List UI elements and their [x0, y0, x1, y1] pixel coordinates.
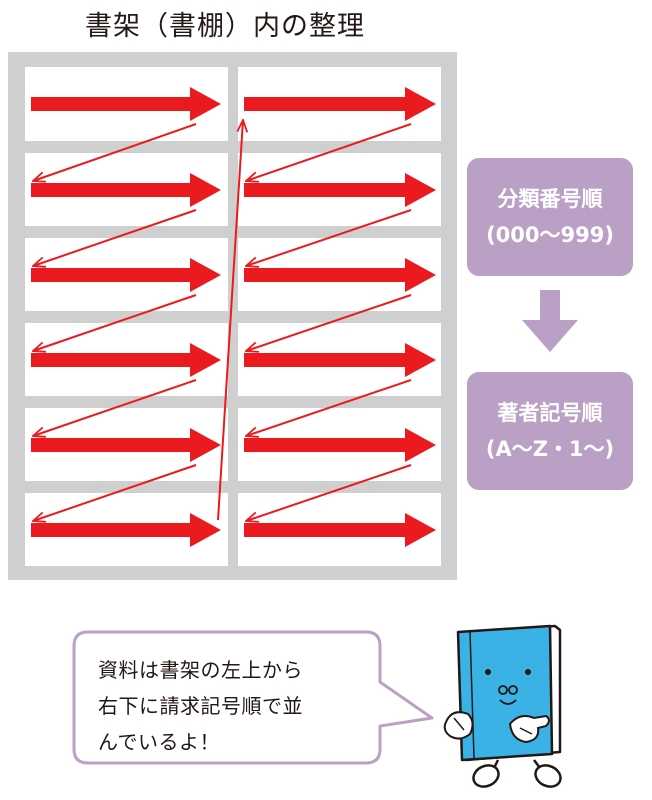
return-line: [246, 294, 412, 351]
author-order-range: (A〜Z・1〜): [485, 437, 615, 461]
classification-order-label: 分類番号順: [497, 187, 603, 211]
author-order-box: 著者記号順 (A〜Z・1〜): [467, 372, 633, 490]
diagram-title: 書架（書棚）内の整理: [85, 11, 365, 42]
row-arrow: [31, 513, 221, 547]
return-lines-left: [33, 123, 197, 521]
row-arrow: [244, 513, 436, 547]
row-arrow: [31, 87, 221, 121]
row-arrow: [31, 173, 221, 207]
speech-line: 右下に請求記号順で並: [98, 694, 303, 718]
return-line: [33, 464, 197, 521]
return-line: [33, 209, 197, 266]
book-mascot-icon: [443, 624, 562, 788]
speech-bubble-text: 資料は書架の左上から 右下に請求記号順で並 んでいるよ！: [98, 652, 378, 760]
author-order-label: 著者記号順: [497, 401, 603, 425]
return-line: [246, 123, 412, 181]
return-line: [246, 464, 412, 521]
row-arrow: [31, 428, 221, 462]
row-arrow: [31, 343, 221, 377]
classification-order-box: 分類番号順 (000〜999): [467, 158, 633, 276]
row-arrow: [244, 87, 436, 121]
speech-bubble: [72, 630, 434, 765]
speech-line: 資料は書架の左上から: [98, 658, 303, 682]
speech-line: んでいるよ！: [98, 730, 220, 754]
return-line: [33, 123, 197, 181]
return-line: [33, 294, 197, 351]
row-arrow: [244, 428, 436, 462]
row-arrow: [244, 173, 436, 207]
row-arrow: [244, 343, 436, 377]
order-arrows-right: [244, 87, 436, 547]
row-arrow: [244, 258, 436, 292]
return-line: [246, 379, 412, 436]
return-line: [33, 379, 197, 436]
return-lines-right: [246, 123, 412, 521]
return-line: [246, 209, 412, 266]
order-arrows-left: [31, 87, 221, 547]
column-transfer-line: [217, 120, 243, 521]
row-arrow: [31, 258, 221, 292]
down-arrow-icon: [522, 290, 578, 352]
classification-order-range: (000〜999): [486, 223, 614, 247]
